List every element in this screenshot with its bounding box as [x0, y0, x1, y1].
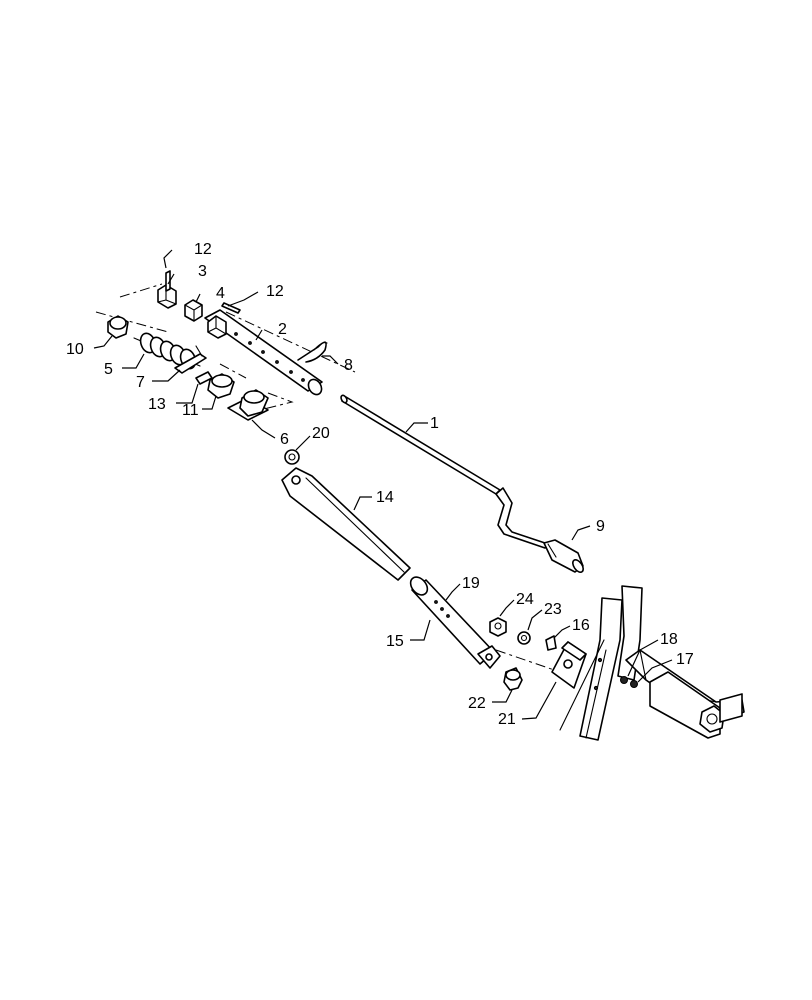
shaft-part-7: [174, 345, 207, 374]
callout-23: 23: [544, 601, 562, 618]
clevis-end: [477, 645, 501, 669]
callout-20: 20: [312, 425, 330, 442]
callout-19: 19: [462, 575, 480, 592]
bushing-part-10: [107, 315, 129, 339]
callout-4: 4: [216, 285, 225, 302]
callout-13: 13: [148, 396, 166, 413]
rod-part-1: [340, 394, 549, 549]
washer-part-23: [517, 631, 531, 645]
clip-pin-part-8: [297, 341, 328, 363]
callout-1: 1: [430, 415, 439, 432]
tube-part-15: [409, 576, 495, 665]
pin-part-12-upper: [165, 270, 171, 292]
callout-15: 15: [386, 633, 404, 650]
washer-part-17: [630, 680, 638, 688]
block-part-4: [184, 299, 203, 322]
pin-part-12-lower: [221, 302, 241, 314]
callout-6: 6: [280, 431, 289, 448]
bracket-part-21: [551, 641, 587, 689]
pin-part-13: [195, 371, 213, 385]
callout-24: 24: [516, 591, 534, 608]
nut-part-24: [489, 617, 507, 637]
callout-5: 5: [104, 361, 113, 378]
middle-assembly: [281, 449, 587, 691]
upper-assembly: [95, 270, 584, 573]
callout-14: 14: [376, 489, 394, 506]
tube-part-2: [204, 309, 323, 396]
callout-10: 10: [66, 341, 84, 358]
nut-part-18: [620, 676, 628, 684]
callout-22: 22: [468, 695, 486, 712]
callout-21: 21: [498, 711, 516, 728]
nut-part-20: [284, 449, 300, 465]
callout-9: 9: [596, 518, 605, 535]
pin-part-16: [545, 635, 557, 651]
callout-12-lower: 12: [266, 283, 284, 300]
callout-12-upper: 12: [194, 241, 212, 258]
callout-17: 17: [676, 651, 694, 668]
bushing-part-11: [207, 373, 235, 399]
callout-2: 2: [278, 321, 287, 338]
link-arm-part-14: [281, 467, 411, 581]
callout-11: 11: [182, 402, 199, 419]
callout-18: 18: [660, 631, 678, 648]
callout-leaders: [93, 249, 673, 720]
callout-8: 8: [344, 357, 353, 374]
bolt-part-22: [503, 667, 523, 691]
callout-7: 7: [136, 374, 145, 391]
callout-labels: 12 3 4 12 2 8 10 5 7 13 11 6 1 20 14 9 1…: [66, 241, 694, 728]
tube-bracket: [207, 315, 227, 339]
callout-16: 16: [572, 617, 590, 634]
bracket-part-6: [227, 389, 269, 421]
callout-3: 3: [198, 263, 207, 280]
knob-part-9: [543, 539, 584, 573]
frame-assembly: [559, 585, 745, 741]
